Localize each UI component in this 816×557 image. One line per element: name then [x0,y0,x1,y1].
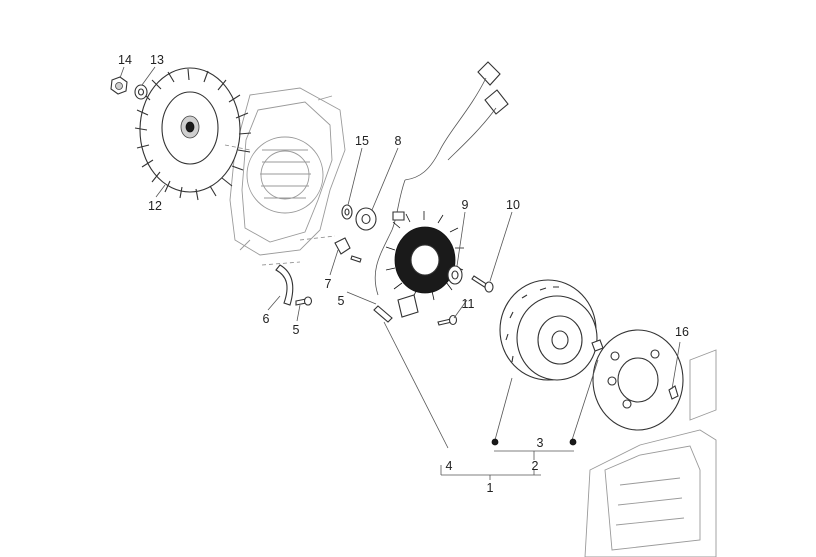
callout-6: 6 [263,312,270,326]
cable-clip-6 [275,264,294,306]
reference-dot [491,438,499,446]
callout-7: 7 [325,277,332,291]
washer-13 [134,84,148,100]
callout-9: 9 [462,198,469,212]
screw-10 [471,275,494,293]
spacer-8 [355,207,377,231]
screw-5 [295,296,313,306]
leader-lines [119,66,681,480]
callout-11: 11 [462,297,475,311]
washer-9 [447,265,463,285]
callout-14: 14 [118,53,132,67]
screw-11 [437,314,458,326]
flywheel-rotor [499,279,598,381]
callout-12: 12 [148,199,162,213]
pin-16 [668,385,679,400]
callout-1: 1 [487,481,494,495]
pickup-sensor [373,294,419,323]
reference-dot [569,438,577,446]
callout-10: 10 [506,198,520,212]
callout-13: 13 [150,53,164,67]
callout-5-lower: 5 [293,323,300,337]
callout-8: 8 [395,134,402,148]
nut-14 [110,76,128,95]
callout-15: 15 [355,134,369,148]
cooling-fan [134,67,252,201]
crankcase-housing [229,87,346,256]
wiring-harness [374,61,509,296]
starter-disc [592,329,684,431]
callout-4: 4 [446,459,453,473]
callout-3: 3 [537,436,544,450]
callout-5-upper: 5 [338,294,345,308]
callout-16: 16 [675,325,689,339]
bracket-7 [334,237,362,263]
callout-2: 2 [532,459,539,473]
stator [385,211,464,301]
washer-15 [341,204,353,220]
engine-block [584,349,717,557]
